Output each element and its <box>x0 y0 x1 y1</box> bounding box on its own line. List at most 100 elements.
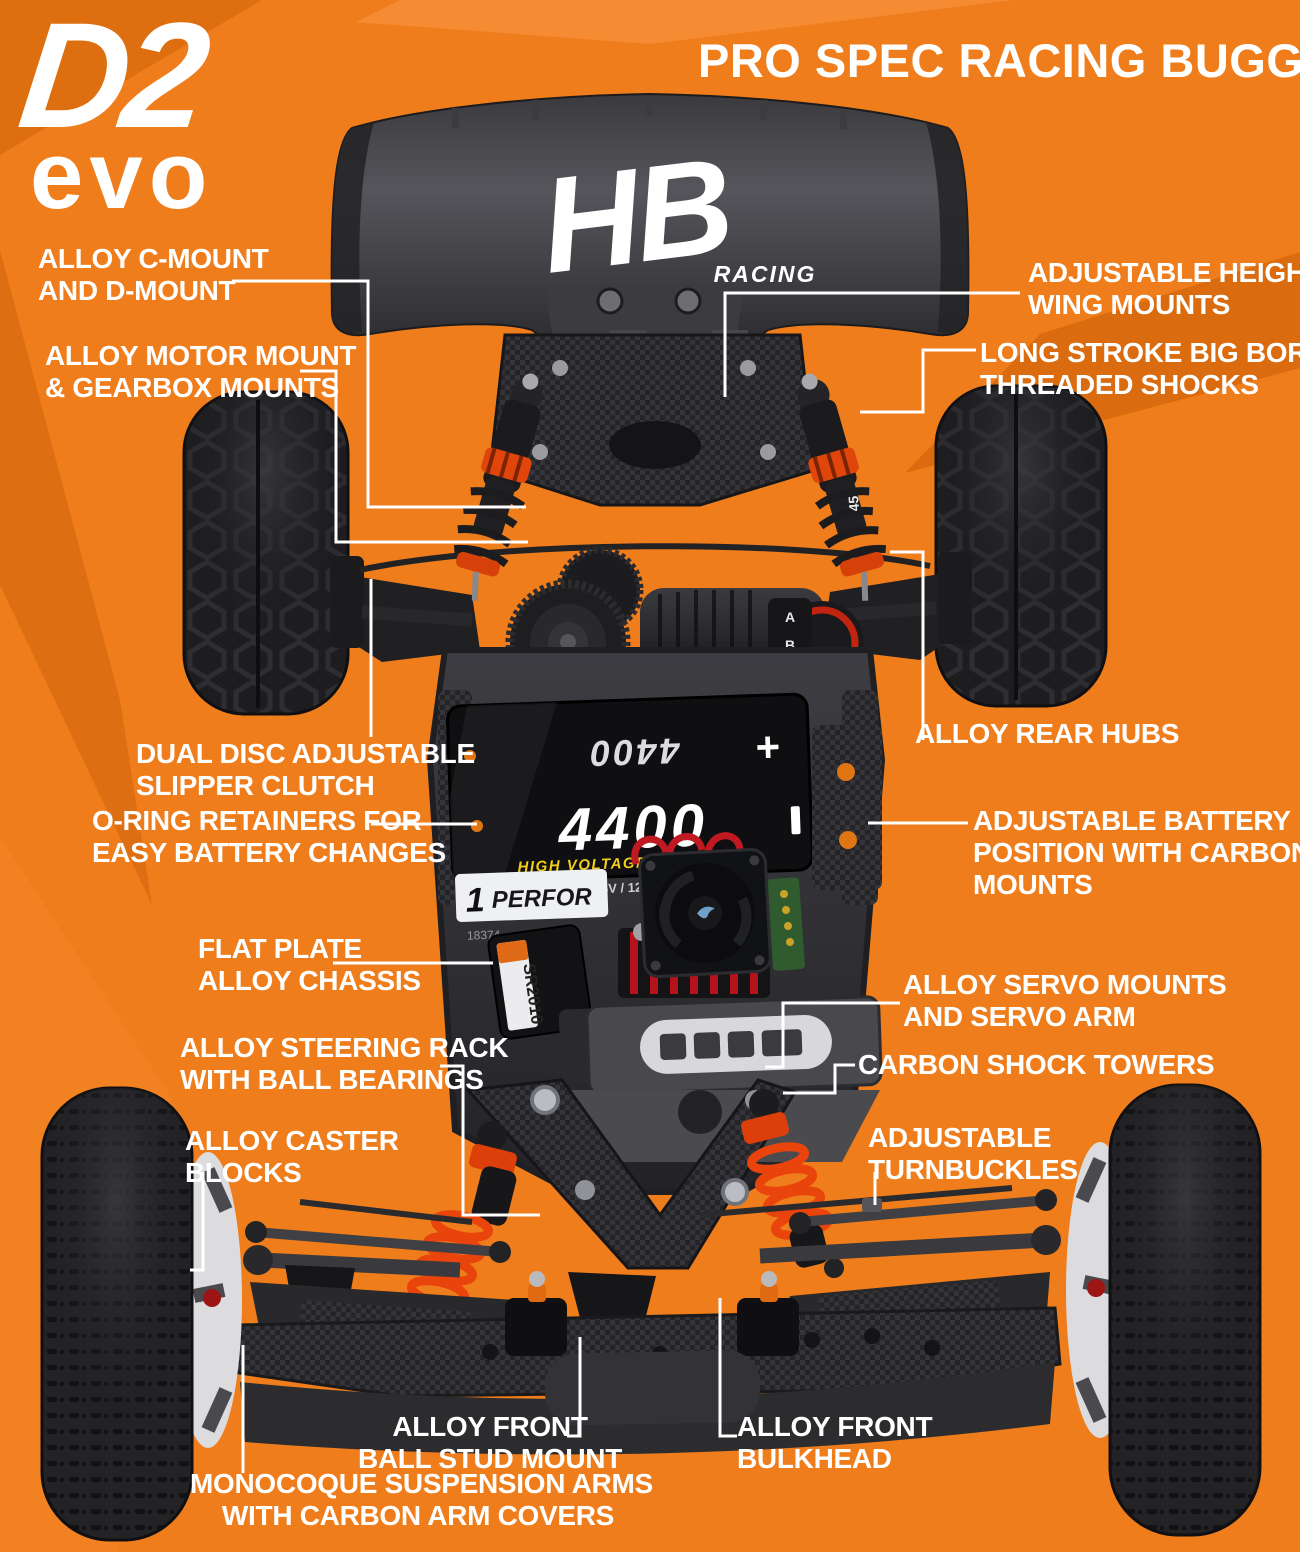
shock-45-marking: 45 <box>845 495 862 512</box>
callout-text: MONOCOQUE SUSPENSION ARMS <box>190 1468 653 1499</box>
battery-4400-top: 4400 <box>587 730 681 774</box>
callout-flat-plate-chassis: FLAT PLATE ALLOY CHASSIS <box>198 933 421 997</box>
callout-line-servo <box>765 1001 900 1069</box>
callout-text: ADJUSTABLE HEIGHT <box>1028 257 1300 288</box>
callout-text: WITH CARBON ARM COVERS <box>221 1500 615 1531</box>
driveshaft <box>759 1232 1045 1264</box>
ball-stud-mount-right <box>737 1298 799 1356</box>
callout-line-front-bulkhead <box>718 1298 737 1438</box>
rear-right-tire <box>934 384 1108 708</box>
battery-carbon-mount <box>812 725 882 890</box>
callout-text: ALLOY C-MOUNT <box>38 243 269 274</box>
callout-text: ALLOY MOTOR MOUNT <box>45 340 357 371</box>
callout-text: ADJUSTABLE BATTERY <box>973 805 1291 836</box>
callout-text: AND D-MOUNT <box>38 275 236 306</box>
hb-logo: HB <box>533 129 737 302</box>
callout-text: WING MOUNTS <box>1028 289 1231 320</box>
callout-line-steering-rack <box>440 1064 540 1217</box>
orange-ball-stud <box>760 1284 778 1302</box>
callout-wing-mounts: ADJUSTABLE HEIGHT WING MOUNTS <box>1028 257 1300 321</box>
hb-logo-racing: RACING <box>714 261 817 287</box>
callout-threaded-shocks: LONG STROKE BIG BORE THREADED SHOCKS <box>980 337 1300 401</box>
callout-steering-rack: ALLOY STEERING RACK WITH BALL BEARINGS <box>180 1032 509 1096</box>
wing-fin <box>532 100 539 120</box>
callout-text: MOUNTS <box>973 869 1093 900</box>
callout-text: POSITION WITH CARBON <box>973 837 1300 868</box>
ball-stud-mount-left <box>505 1298 567 1356</box>
callout-text: WITH BALL BEARINGS <box>180 1064 484 1095</box>
callout-line-alloy-motor-mount <box>300 369 528 544</box>
wing-fin <box>840 110 847 130</box>
page-title: PRO SPEC RACING BUGGY <box>698 34 1300 87</box>
battery-standoff <box>839 831 857 849</box>
callout-line-caster-blocks <box>190 1172 205 1272</box>
callout-line-shock-towers <box>783 1063 855 1095</box>
callout-text: BALL STUD MOUNT <box>357 1443 623 1474</box>
callout-line-rear-hubs <box>890 550 925 740</box>
callout-text: THREADED SHOCKS <box>980 369 1259 400</box>
rear-right-hub <box>938 552 972 644</box>
battery-white-label <box>455 869 609 922</box>
rear-wing: HB RACING WORLD CHAMPIONS <box>330 92 970 372</box>
callout-line-threaded-shocks <box>860 348 976 414</box>
battery-plus: + <box>755 723 781 771</box>
wing-fin <box>760 100 767 120</box>
battery-number: 1 <box>465 881 485 920</box>
driveshaft <box>261 1252 461 1278</box>
servo-saver <box>678 1090 722 1134</box>
receiver-orange-badge <box>496 939 529 964</box>
turnbuckle <box>799 1195 1049 1227</box>
callout-text: ALLOY FRONT <box>392 1411 588 1442</box>
background-shape-left-stripe <box>0 250 152 905</box>
callout-text: ADJUSTABLE <box>868 1122 1052 1153</box>
camber-link <box>699 1185 1013 1218</box>
front-right-tire <box>1066 1083 1262 1537</box>
callout-line-wing-mounts <box>723 291 1020 397</box>
wing-right-dam <box>926 122 969 334</box>
callout-text: O-RING RETAINERS FOR <box>92 805 422 836</box>
callout-alloy-c-mount: ALLOY C-MOUNT AND D-MOUNT <box>38 243 269 307</box>
front-bumper <box>544 1350 761 1426</box>
callout-turnbuckles: ADJUSTABLE TURNBUCKLES <box>868 1122 1078 1186</box>
background-shape-topleft <box>0 0 262 155</box>
callout-text: & GEARBOX MOUNTS <box>45 372 339 403</box>
evo-logo: evo <box>30 122 214 229</box>
rear-left-tire <box>182 390 350 716</box>
rear-right-shock: 45 <box>797 373 887 601</box>
callout-front-bulkhead: ALLOY FRONT BULKHEAD <box>737 1411 933 1475</box>
callout-text: EASY BATTERY CHANGES <box>92 837 446 868</box>
orange-ball-stud <box>528 1284 546 1302</box>
battery-indicator <box>790 806 801 835</box>
wing-screw <box>674 287 702 315</box>
callout-text: DUAL DISC ADJUSTABLE <box>136 738 475 769</box>
esc-port-b-label: B <box>785 637 795 653</box>
callout-text: ALLOY CASTER <box>185 1125 399 1156</box>
callout-rear-hubs: ALLOY REAR HUBS <box>915 718 1179 750</box>
callout-text: FLAT PLATE <box>198 933 362 964</box>
callout-text: TURNBUCKLES <box>868 1154 1078 1185</box>
callout-text: LONG STROKE BIG BORE <box>980 337 1300 368</box>
wheel-nut <box>203 1289 221 1307</box>
callout-battery-position: ADJUSTABLE BATTERY POSITION WITH CARBON … <box>973 805 1300 901</box>
callout-monocoque-arms: MONOCOQUE SUSPENSION ARMS WITH CARBON AR… <box>190 1468 653 1532</box>
wheel-nut <box>1087 1279 1105 1297</box>
rear-left-hub <box>330 556 364 648</box>
turnbuckle <box>254 1227 501 1257</box>
callout-text: ALLOY CHASSIS <box>198 965 421 996</box>
fan-bird-logo <box>697 906 715 919</box>
esc-and-fan <box>618 832 805 998</box>
callout-text: BULKHEAD <box>737 1443 892 1474</box>
callout-text: AND SERVO ARM <box>903 1001 1136 1032</box>
camber-link <box>299 1199 473 1225</box>
cooling-fan <box>638 847 772 979</box>
callout-line-alloy-c-mount <box>232 279 526 509</box>
callout-caster-blocks: ALLOY CASTER BLOCKS <box>185 1125 399 1189</box>
callout-text: ALLOY STEERING RACK <box>180 1032 509 1063</box>
esc-port-a-label: A <box>785 609 795 625</box>
rear-left-shock <box>453 373 543 601</box>
o-ring-retainer <box>464 750 476 762</box>
wing-screw <box>596 287 624 315</box>
